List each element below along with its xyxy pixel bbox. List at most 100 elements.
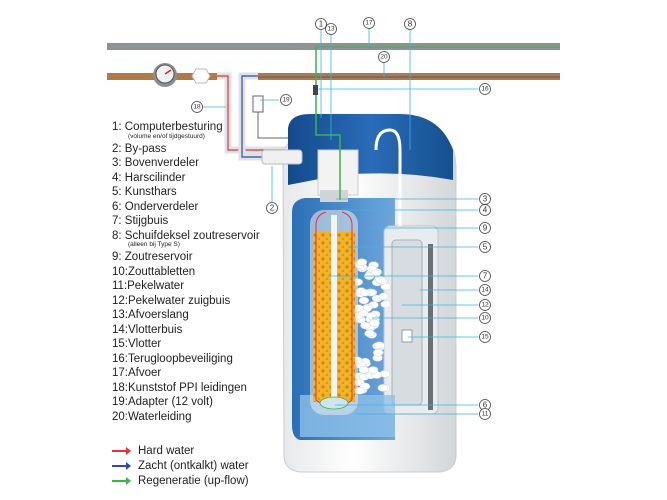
callout-16: 16 [479, 83, 491, 95]
legend-item: 7: Stijgbuis [112, 215, 169, 227]
salt-tablet [374, 341, 385, 349]
callout-number: 6 [483, 401, 488, 410]
control-head [317, 149, 359, 196]
legend-item: 5: Kunsthars [112, 186, 177, 198]
legend-item: 12:Pekelwater zuigbuis [112, 294, 231, 307]
callout-number: 19 [282, 97, 290, 104]
riser-tube [331, 215, 337, 405]
float-tube-shadow [428, 244, 433, 410]
legend-item: 18:Kunststof PPI leidingen [112, 381, 247, 394]
callout-13: 13 [325, 23, 337, 35]
callout-number: 2 [270, 204, 275, 213]
flow-legend-item: Regeneratie (up-flow) [112, 473, 249, 488]
callout-number: 5 [483, 243, 488, 252]
salt-tablet [358, 296, 370, 305]
legend-item: 3: Bovenverdeler [112, 157, 199, 169]
pipe-coupling [191, 68, 211, 84]
salt-tablet [369, 319, 380, 327]
legend-item: 20:Waterleiding [112, 410, 192, 423]
flow-legend-label: Zacht (ontkalkt) water [138, 459, 249, 472]
callout-15: 15 [479, 331, 491, 343]
callout-18: 18 [191, 101, 203, 113]
bypass [261, 149, 303, 165]
callout-number: 18 [193, 104, 201, 111]
float [401, 329, 413, 343]
flow-legend-item: Zacht (ontkalkt) water [112, 458, 249, 473]
salt-tablet [364, 329, 375, 338]
callout-number: 12 [481, 302, 489, 309]
legend-note: (alleen bij Type S) [128, 241, 180, 248]
salt-tablet [356, 258, 368, 266]
salt-tablet [358, 366, 370, 374]
callout-number: 4 [483, 206, 488, 215]
legend-item: 16:Terugloopbeveiliging [112, 352, 233, 365]
callout-number: 11 [482, 411, 489, 418]
callout-number: 1 [319, 20, 324, 29]
callout-number: 16 [481, 86, 489, 93]
salt-tablet [372, 348, 384, 357]
legend-item: 8: Schuifdeksel zoutreservoir [112, 229, 260, 242]
salt-tablet [360, 321, 371, 330]
callout-number: 17 [365, 20, 373, 27]
flow-legend-label: Hard water [138, 444, 195, 457]
flow-legend-item: Hard water [112, 443, 249, 458]
brine-suction-tube [391, 239, 423, 406]
leader-lines [203, 28, 478, 415]
callout-11: 11 [479, 408, 491, 420]
salt-tablet [377, 384, 389, 392]
salt-tablet [367, 366, 379, 374]
legend-item: 2: By-pass [112, 142, 167, 155]
callout-12: 12 [479, 299, 491, 311]
callouts: 113 17 8 20 16 18 19 2 3 4 9 5 7 14 12 10 15 611 [191, 17, 491, 420]
legend-item: 10:Zouttabletten [112, 265, 196, 278]
arrow-icon [112, 446, 131, 455]
callout-number: 20 [380, 54, 388, 61]
brine-hose [374, 128, 402, 226]
salt-tablet [375, 276, 386, 284]
top-distributor [320, 190, 348, 202]
callout-4: 4 [479, 204, 491, 216]
legend-item: 19:Adapter (12 volt) [112, 396, 214, 408]
arrow-icon [112, 476, 131, 485]
legend-item: 1: Computerbesturing [112, 121, 223, 133]
salt-tablet [380, 300, 391, 308]
callout-number: 8 [408, 20, 413, 29]
flow-legend-label: Regeneratie (up-flow) [138, 474, 249, 487]
legend-note: (volume en/of tijdgestuurd) [128, 132, 205, 140]
backflow-preventer [313, 85, 318, 95]
callout-number: 9 [483, 224, 488, 233]
callout-number: 7 [483, 272, 488, 281]
callout-7: 7 [479, 270, 491, 282]
callout-19: 19 [280, 94, 292, 106]
callout-2: 2 [266, 202, 278, 214]
legend-item: 11:Pekelwater [112, 280, 185, 292]
callout-number: 15 [481, 334, 489, 341]
callout-number: 3 [483, 195, 488, 204]
callout-5: 5 [479, 241, 491, 253]
legend-item: 6: Onderverdeler [112, 200, 199, 213]
callout-20: 20 [378, 51, 390, 63]
callout-number: 10 [481, 315, 489, 322]
callout-number: 14 [481, 287, 489, 294]
arrow-icon [112, 461, 131, 470]
adapter [252, 95, 264, 113]
callout-17: 17 [363, 17, 375, 29]
bottom-distributor [319, 396, 349, 410]
water-pipe-right [258, 73, 560, 80]
adapter-cable [257, 112, 290, 139]
water-meter [153, 63, 177, 87]
callout-10: 10 [479, 312, 491, 324]
callout-14: 14 [479, 284, 491, 296]
legend-item: 4: Harscilinder [112, 171, 186, 184]
callout-1: 1 [315, 18, 327, 30]
legend-item: 17:Afvoer [112, 367, 162, 379]
callout-8: 8 [404, 18, 416, 30]
salt-tablet [378, 292, 390, 301]
legend-item: 15:Vlotter [112, 338, 162, 350]
callout-9: 9 [479, 222, 491, 234]
component-legend: 1: Computerbesturing(volume en/of tijdge… [112, 120, 260, 424]
callout-number: 13 [327, 26, 335, 33]
legend-item: 14:Vlotterbuis [112, 323, 183, 336]
